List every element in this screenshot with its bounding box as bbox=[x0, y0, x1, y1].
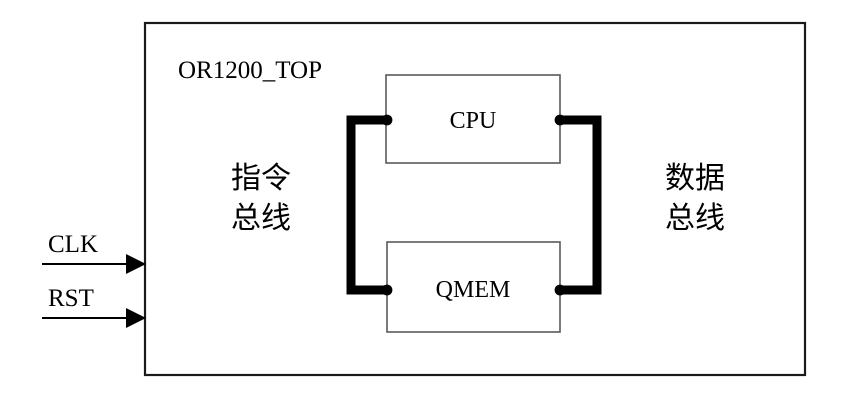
data-bus-label-line1: 数据 bbox=[665, 161, 725, 196]
clk-input-arrowhead-icon bbox=[126, 254, 146, 274]
or1200-top-label: OR1200_TOP bbox=[178, 57, 322, 84]
instruction-bus-label-line2: 总线 bbox=[231, 201, 291, 236]
instruction-bus-cpu-terminal-dot bbox=[381, 114, 393, 126]
instruction-bus-connector bbox=[346, 115, 392, 295]
cpu-block-label: CPU bbox=[450, 108, 497, 134]
qmem-block bbox=[386, 241, 561, 333]
rst-input-label: RST bbox=[48, 285, 94, 312]
cpu-block bbox=[385, 74, 561, 164]
data-bus-connector bbox=[555, 115, 602, 295]
data-bus-qmem-terminal-dot bbox=[554, 284, 566, 296]
clk-input-label: CLK bbox=[48, 231, 98, 258]
instruction-bus-qmem-terminal-dot bbox=[381, 284, 393, 296]
data-bus-cpu-terminal-dot bbox=[554, 114, 566, 126]
qmem-block-label: QMEM bbox=[436, 277, 511, 303]
data-bus-label-line2: 总线 bbox=[665, 201, 725, 236]
rst-input-arrowhead-icon bbox=[126, 308, 146, 328]
instruction-bus-label-line1: 指令 bbox=[231, 161, 291, 196]
